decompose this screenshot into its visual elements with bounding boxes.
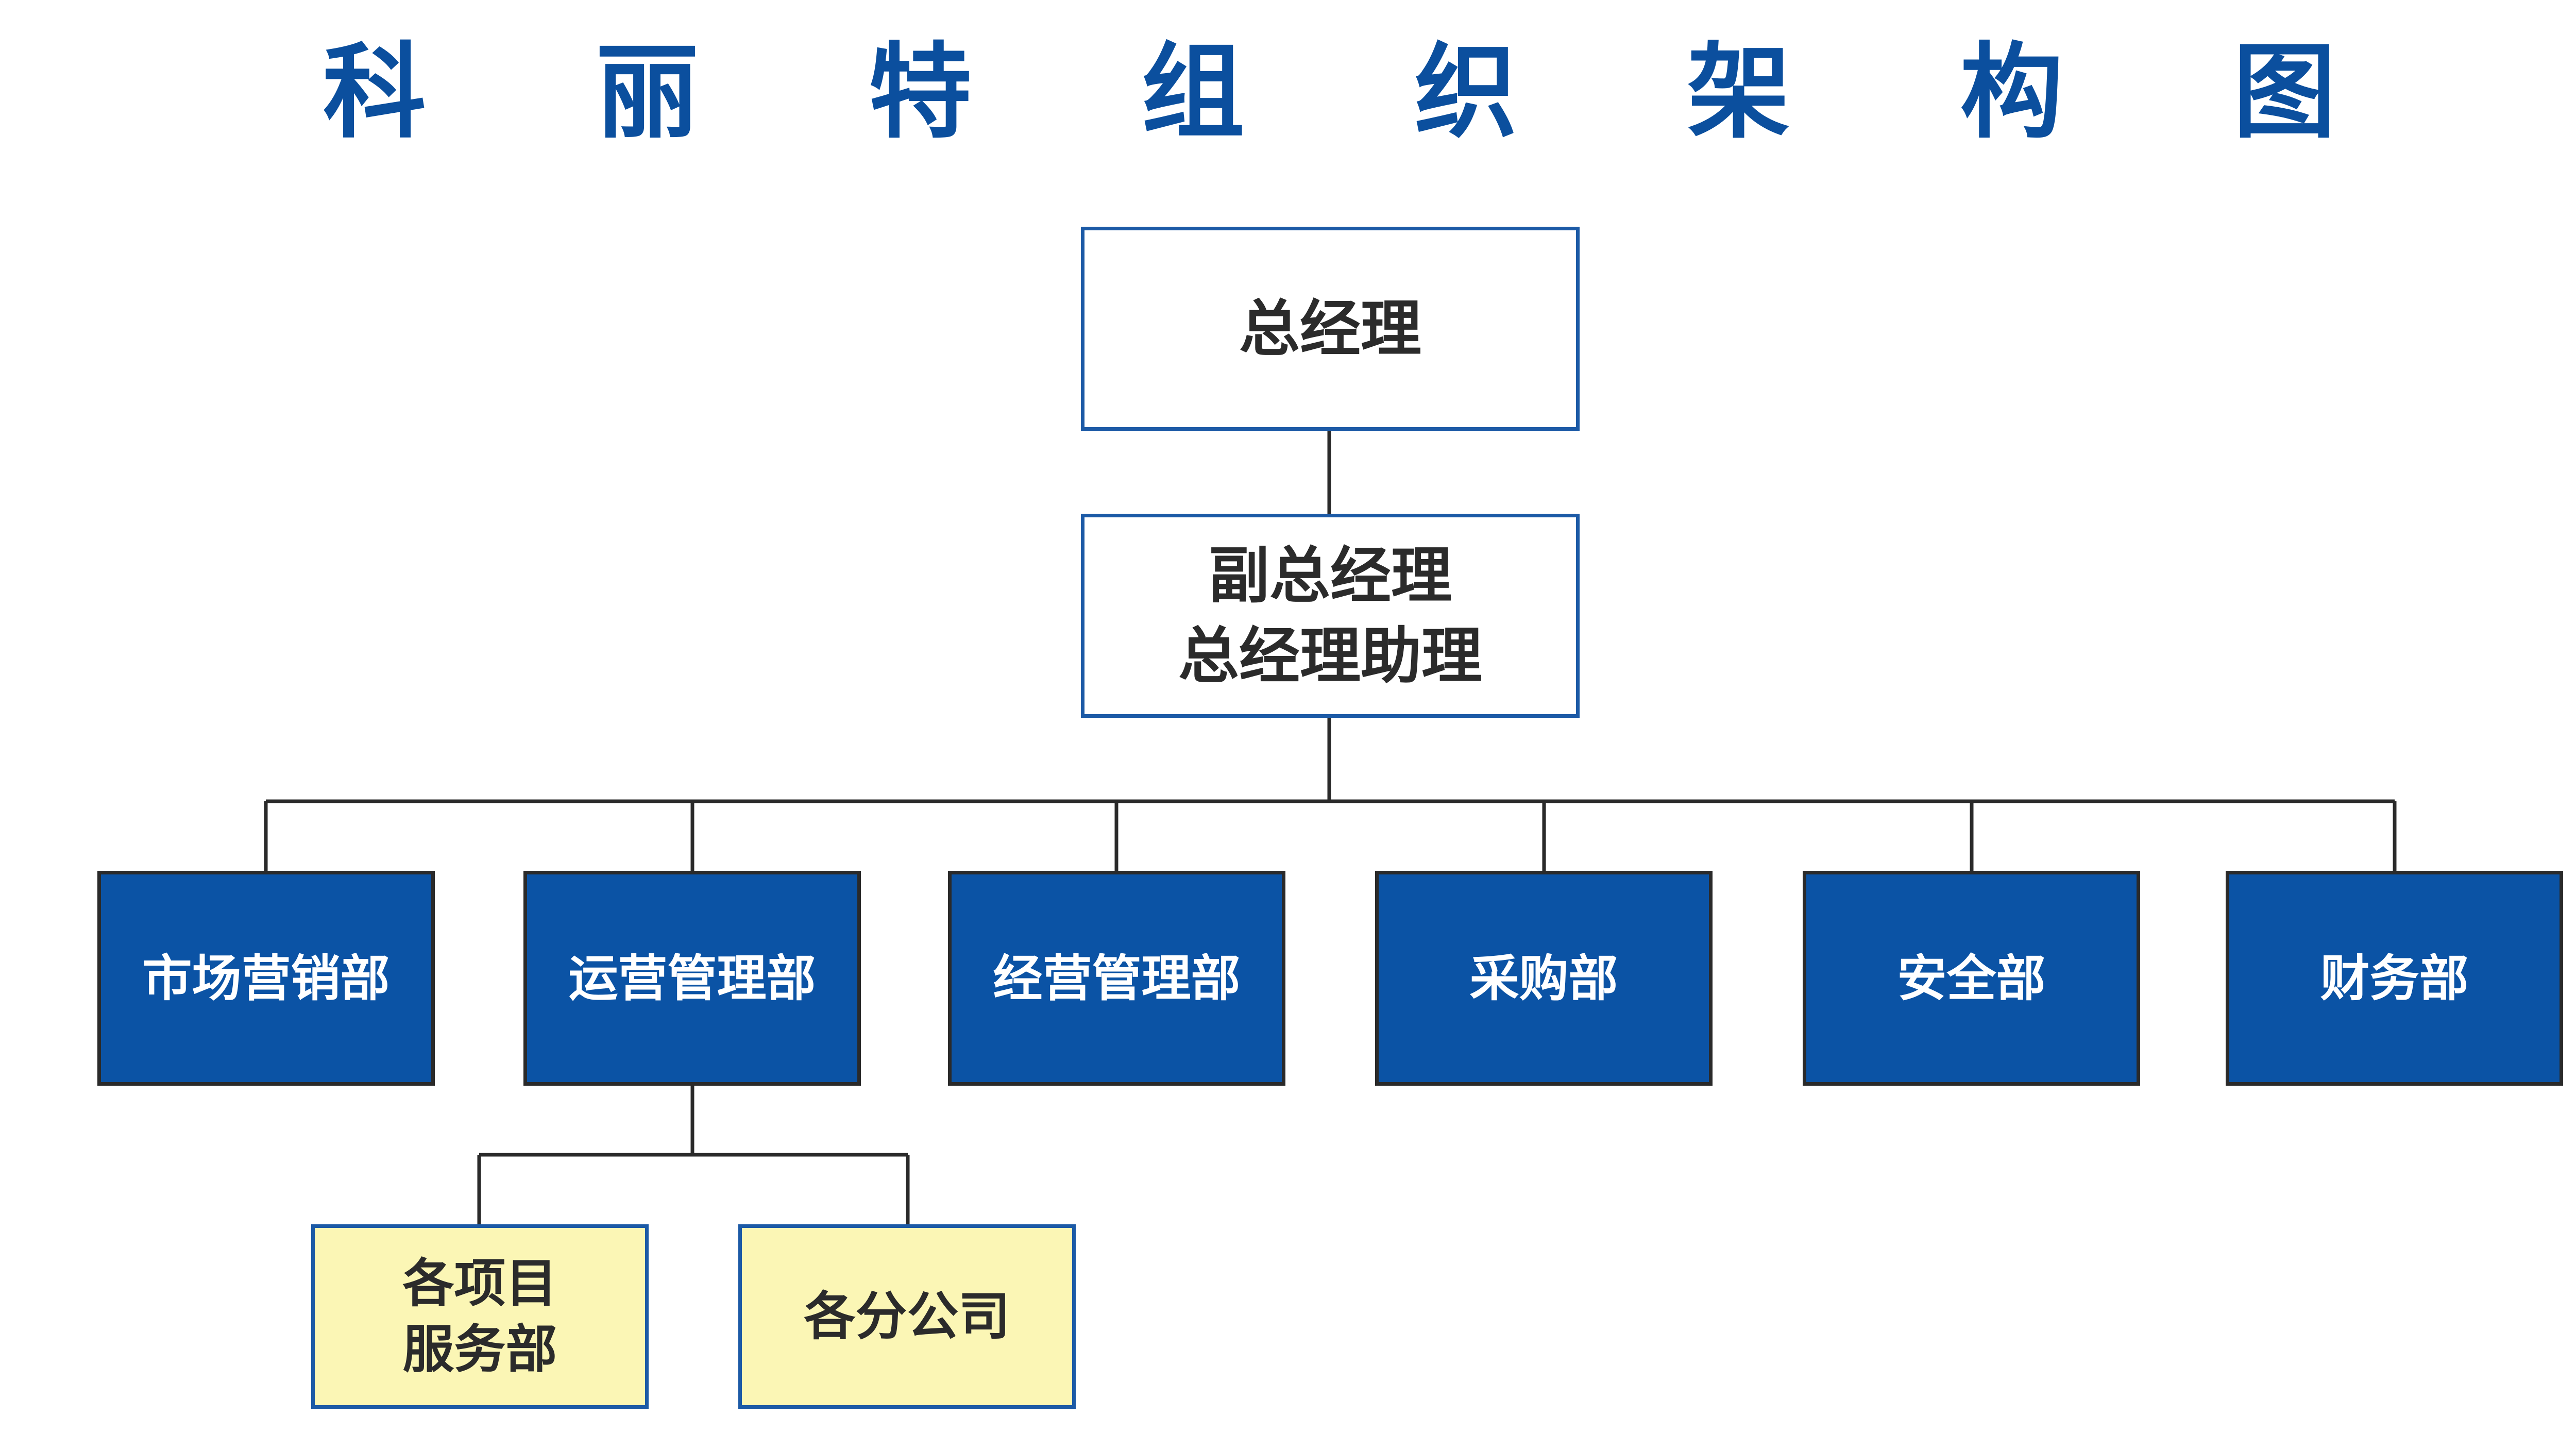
general-manager-label: 总经理 xyxy=(1239,293,1421,364)
branches-box: 各分公司 xyxy=(738,1224,1076,1409)
department-box-operations: 运营管理部 xyxy=(523,871,861,1086)
deputy-manager-label: 副总经理 xyxy=(1208,540,1452,611)
branches-label: 各分公司 xyxy=(804,1286,1010,1346)
chart-title: 科 丽 特 组 织 架 构 图 xyxy=(323,32,2403,153)
department-label: 采购部 xyxy=(1469,949,1618,1007)
department-box-safety: 安全部 xyxy=(1803,871,2140,1086)
department-label: 安全部 xyxy=(1897,949,2046,1007)
project-service-box: 各项目 服务部 xyxy=(311,1224,649,1409)
general-manager-box: 总经理 xyxy=(1081,227,1580,431)
assistant-manager-label: 总经理助理 xyxy=(1178,620,1482,692)
department-box-finance: 财务部 xyxy=(2226,871,2563,1086)
deputy-manager-box: 副总经理 总经理助理 xyxy=(1081,514,1580,718)
project-service-label-line2: 服务部 xyxy=(402,1319,557,1379)
department-label: 运营管理部 xyxy=(568,949,816,1007)
department-label: 市场营销部 xyxy=(142,949,390,1007)
department-label: 经营管理部 xyxy=(993,949,1241,1007)
department-label: 财务部 xyxy=(2320,949,2469,1007)
project-service-label-line1: 各项目 xyxy=(402,1253,557,1313)
department-box-business: 经营管理部 xyxy=(948,871,1285,1086)
department-box-marketing: 市场营销部 xyxy=(97,871,435,1086)
department-box-procurement: 采购部 xyxy=(1375,871,1713,1086)
